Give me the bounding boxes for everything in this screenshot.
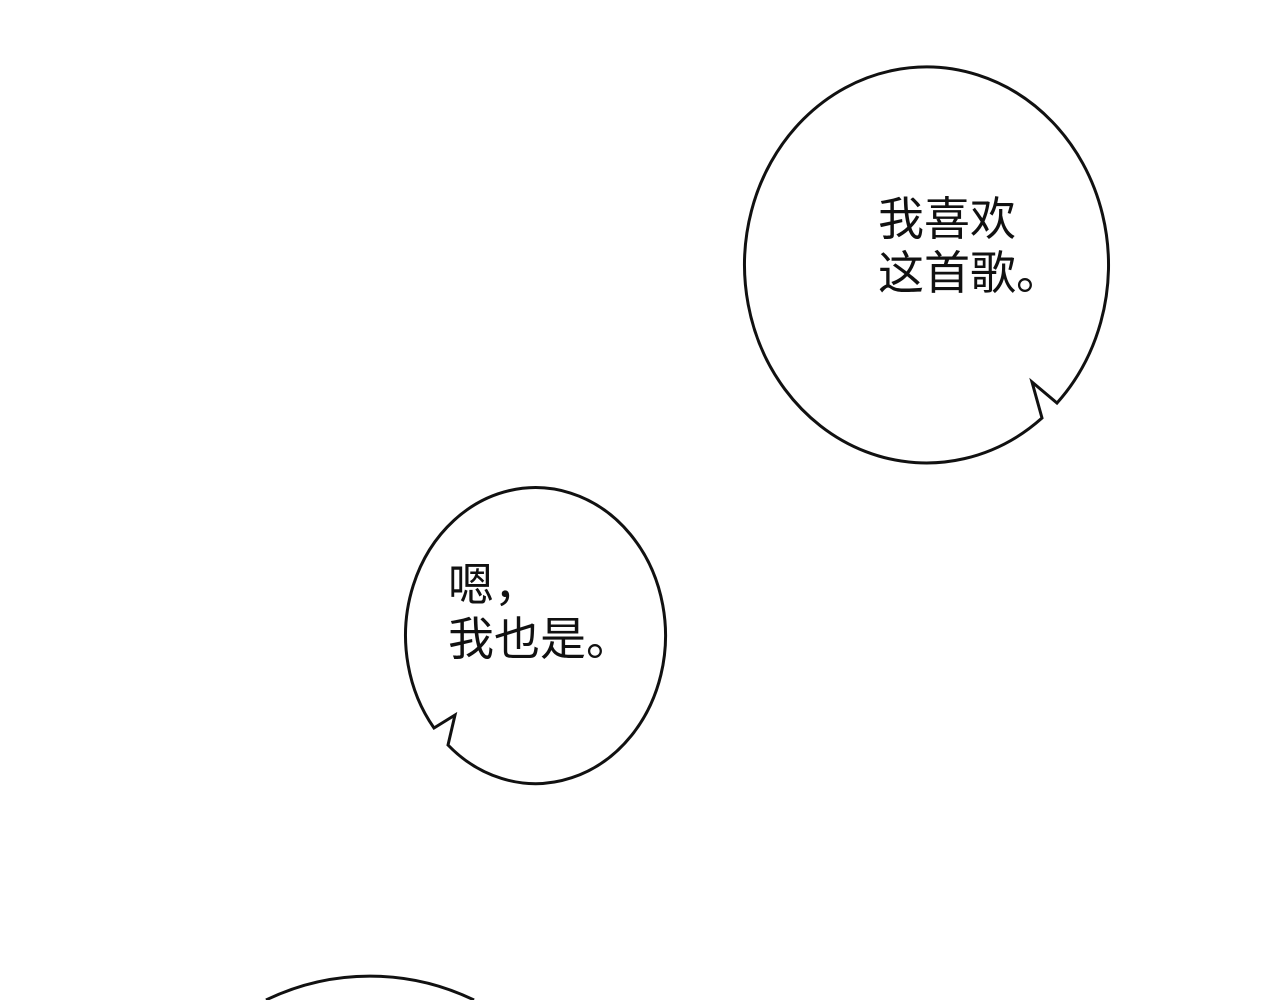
dialogue-line: 这首歌。 [878,246,1062,300]
speech-bubble-1 [743,65,1111,465]
speech-bubble-2 [404,486,668,786]
bubble-2-text: 嗯， 我也是。 [448,558,632,666]
dialogue-line: 我也是。 [448,612,632,666]
dialogue-line: 我喜欢 [878,192,1016,246]
speech-bubble-3-partial [265,974,475,1000]
dialogue-line: 嗯， [448,558,540,612]
bubble-1-text: 我喜欢 这首歌。 [878,192,1062,300]
